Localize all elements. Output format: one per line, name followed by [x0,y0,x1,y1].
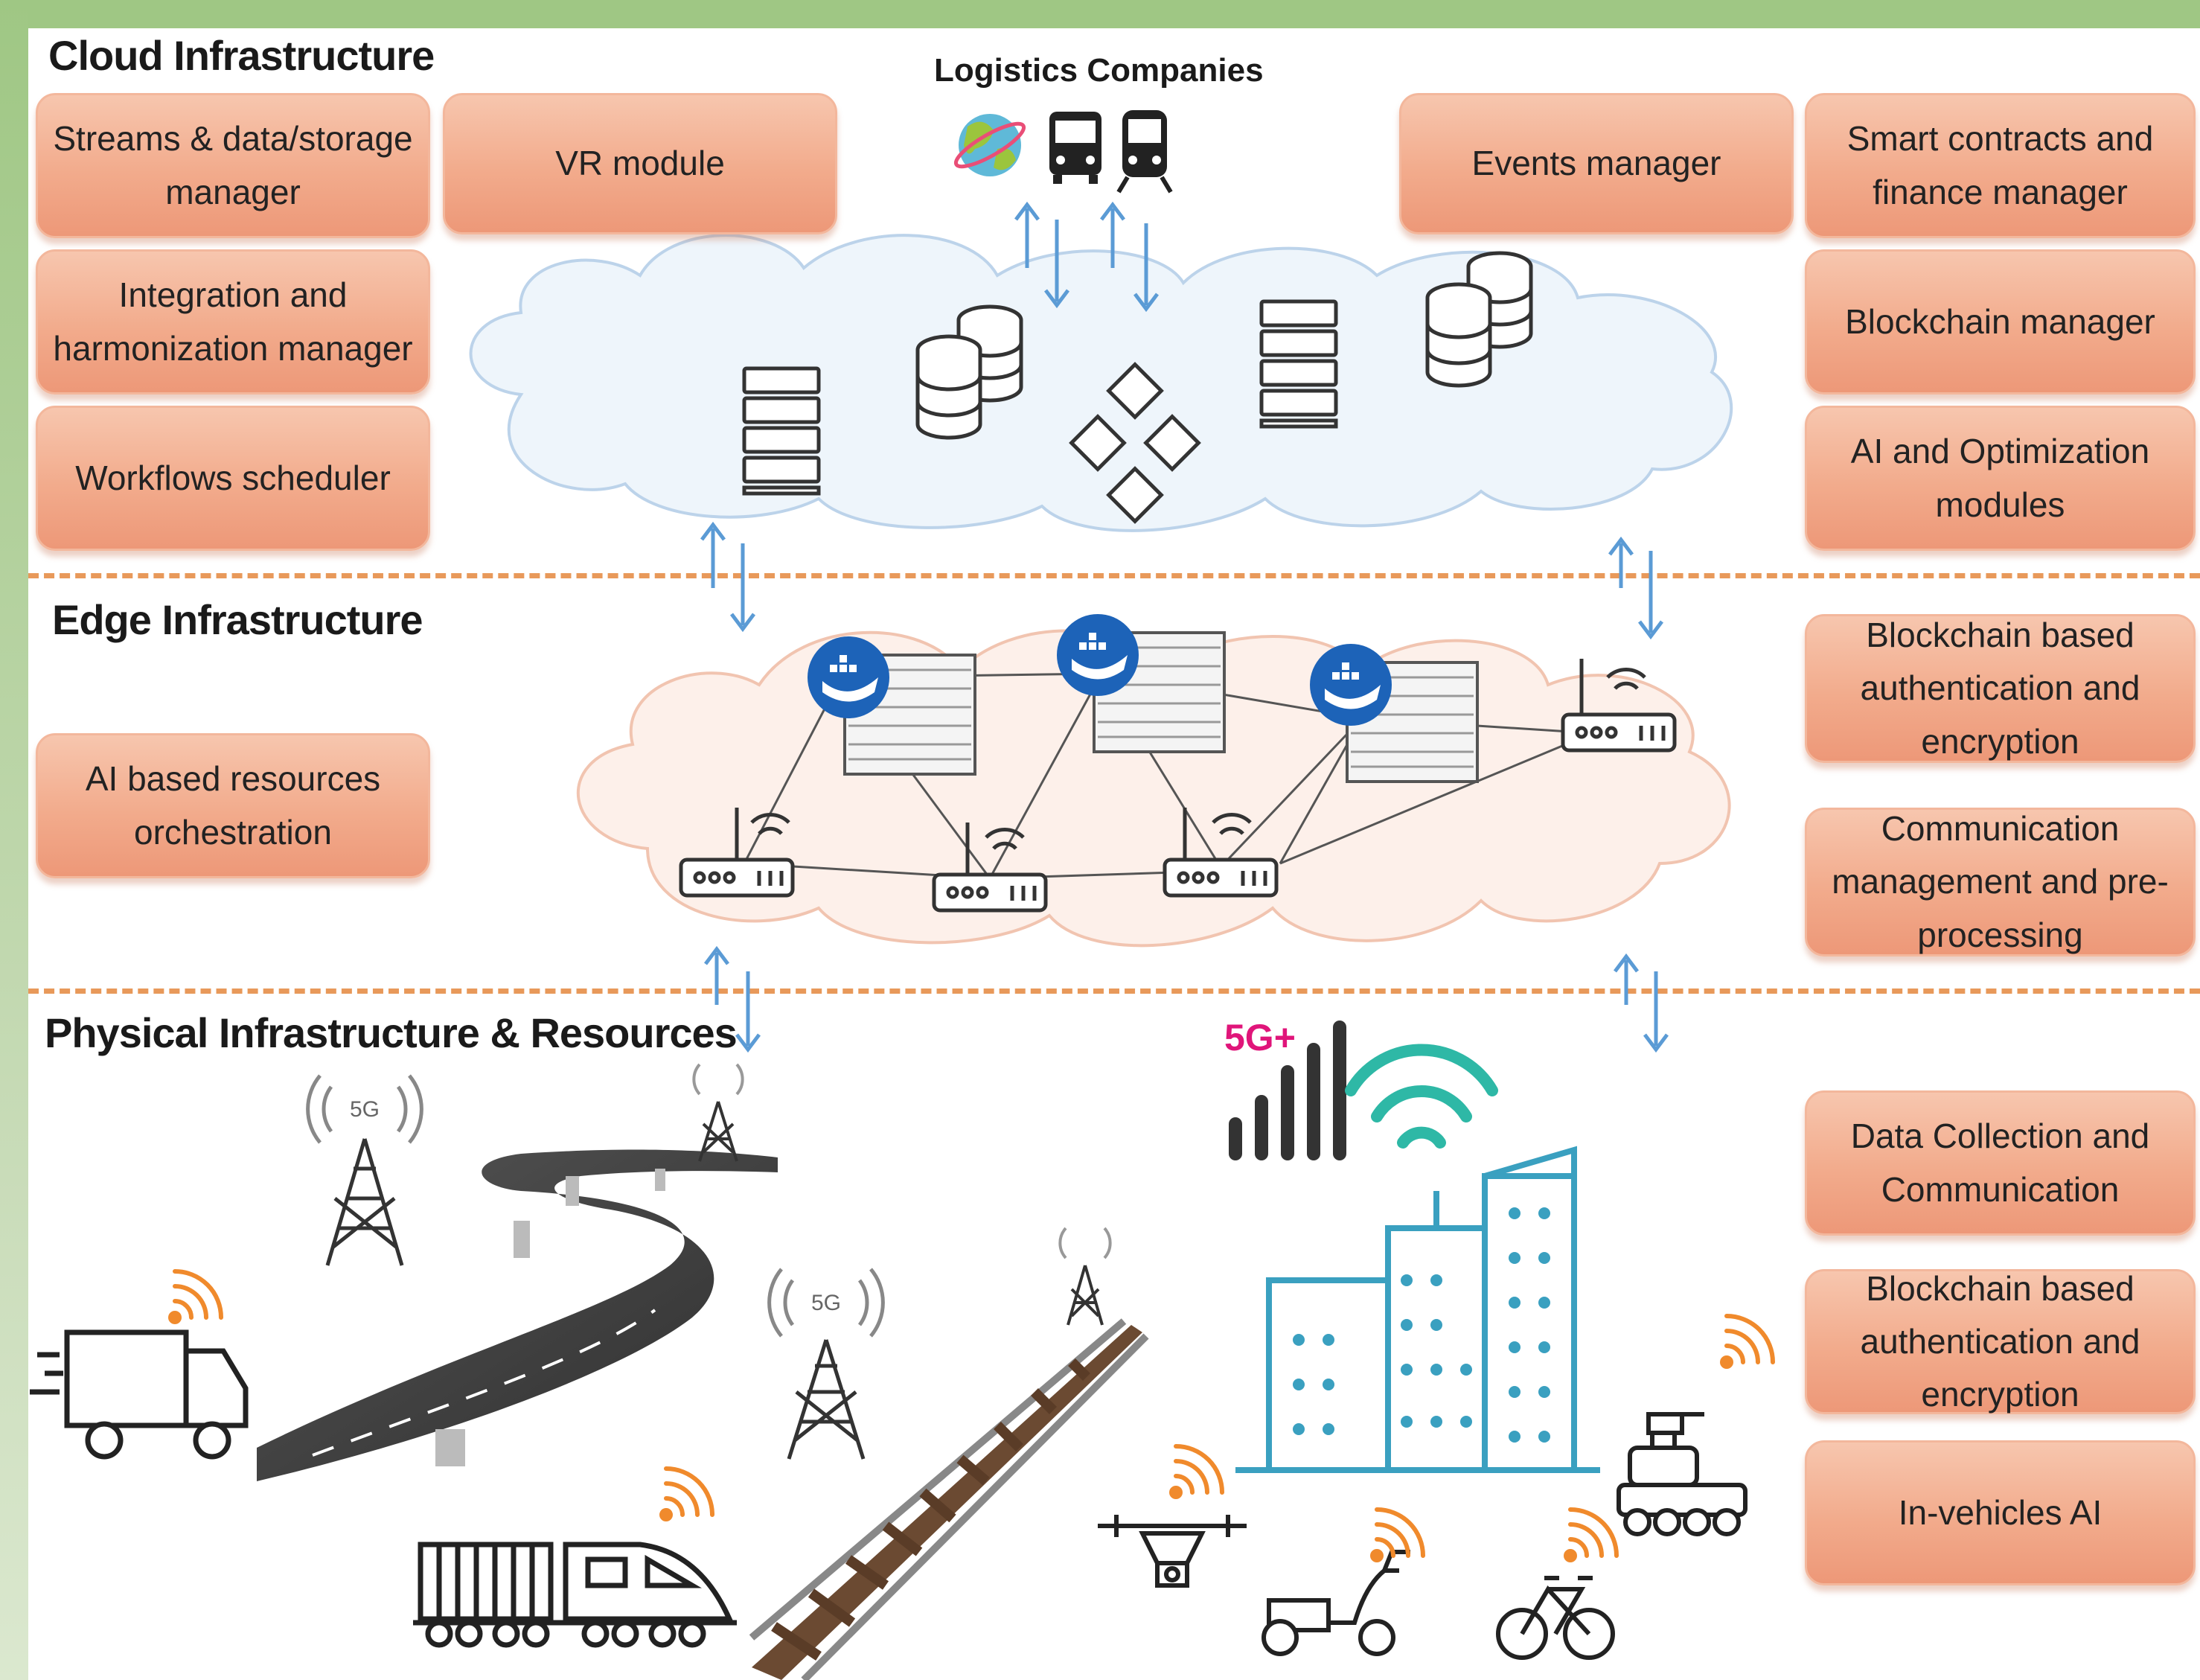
module-communication-management: Communication management and pre-processi… [1805,808,2196,956]
section-title-physical: Physical Infrastructure & Resources [45,1009,738,1056]
module-physical-blockchain-authentication: Blockchain based authentication and encryp… [1805,1269,2196,1414]
module-events-manager: Events manager [1399,93,1794,234]
module-text-line: authentication and [1860,1321,2140,1361]
module-vr: VR module [443,93,837,234]
docker-icon [1057,614,1226,753]
section-title-edge: Edge Infrastructure [52,596,423,643]
green-border-top [0,0,2200,28]
module-ai-resources-orchestration: AI based resources orchestration [36,733,430,878]
road-icon [257,1149,778,1481]
robot-icon [1617,1412,1747,1536]
module-text-line: AI based resources [85,759,381,799]
router-icon [679,808,795,898]
module-text-line: Integration and [118,275,348,315]
module-text-line: VR module [555,144,725,183]
cell-tower-icon [1058,1227,1112,1326]
database-icon [915,304,1023,440]
module-text-line: In-vehicles AI [1898,1492,2103,1532]
module-text-line: orchestration [134,812,332,852]
module-text-line: manager [165,172,301,211]
module-text-line: Communication [1881,809,2120,849]
module-text-line: encryption [1921,721,2079,761]
truck-icon [30,1329,249,1460]
section-title-cloud: Cloud Infrastructure [48,32,435,79]
blockchain-icon [1069,362,1201,524]
docker-icon [1310,644,1479,783]
module-workflows-scheduler: Workflows scheduler [36,406,430,551]
module-text-line: Workflows scheduler [75,458,391,497]
cell-tower-icon [767,1268,885,1460]
cell-tower-icon [306,1074,423,1266]
data-flow-arrows [700,201,1669,1053]
module-text-line: Events manager [1471,144,1721,183]
cloud-shape [469,234,1733,532]
signal-bars-icon [1229,1021,1346,1160]
drone-icon [1098,1515,1247,1588]
docker-icon [808,636,976,776]
green-border-left [0,0,28,1680]
freight-train-icon [413,1542,737,1648]
module-edge-blockchain-authentication: Blockchain based authentication and encryp… [1805,614,2196,763]
bicycle-icon [1496,1576,1615,1660]
tower-label: 5G [350,1097,380,1122]
city-icon [1235,1146,1600,1473]
module-text-line: Data Collection and [1850,1117,2150,1156]
cloud-edge-divider [28,573,2200,578]
server-icon [742,366,821,496]
module-integration-harmonization-manager: Integration and harmonization manager [36,249,430,395]
logistics-companies-label: Logistics Companies [934,52,1264,89]
module-text-line: Blockchain based [1866,1268,2135,1308]
module-text-line: harmonization manager [53,328,413,368]
router-icon [932,823,1048,913]
wifi-icon [1345,1044,1498,1149]
database-icon [1425,251,1533,388]
module-in-vehicles-ai: In-vehicles AI [1805,1440,2196,1585]
globe-icon [953,114,1026,176]
module-text-line: AI and Optimization [1850,432,2150,471]
edge-physical-divider [28,988,2200,994]
router-icon [1163,808,1279,898]
router-icon [1561,659,1677,753]
module-text-line: authentication and [1860,668,2140,708]
module-text-line: Streams & data/storage [53,119,413,159]
scooter-icon [1262,1550,1410,1656]
server-icon [1259,299,1338,429]
module-text-line: Blockchain based [1866,616,2135,655]
module-ai-optimization: AI and Optimization modules [1805,406,2196,551]
bus-icon [1049,112,1101,184]
module-blockchain-manager: Blockchain manager [1805,249,2196,395]
module-streams-data-storage-manager: Streams & data/storage manager [36,93,430,238]
railway-icon [749,1318,1149,1680]
tower-label: 5G [811,1291,841,1315]
train-icon [1116,110,1173,194]
module-text-line: Blockchain manager [1845,301,2155,341]
module-smart-contracts-finance-manager: Smart contracts and finance manager [1805,93,2196,238]
five-g-plus-label: 5G+ [1224,1017,1296,1058]
module-text-line: processing [1917,915,2083,954]
signal-waves [168,1269,1775,1562]
module-text-line: management and pre- [1832,862,2169,901]
module-text-line: encryption [1921,1375,2079,1414]
module-text-line: finance manager [1873,172,2128,211]
module-text-line: Smart contracts and [1846,119,2154,159]
cell-tower-icon [692,1063,744,1162]
module-text-line: Communication [1881,1169,2120,1209]
module-text-line: modules [1935,485,2065,524]
